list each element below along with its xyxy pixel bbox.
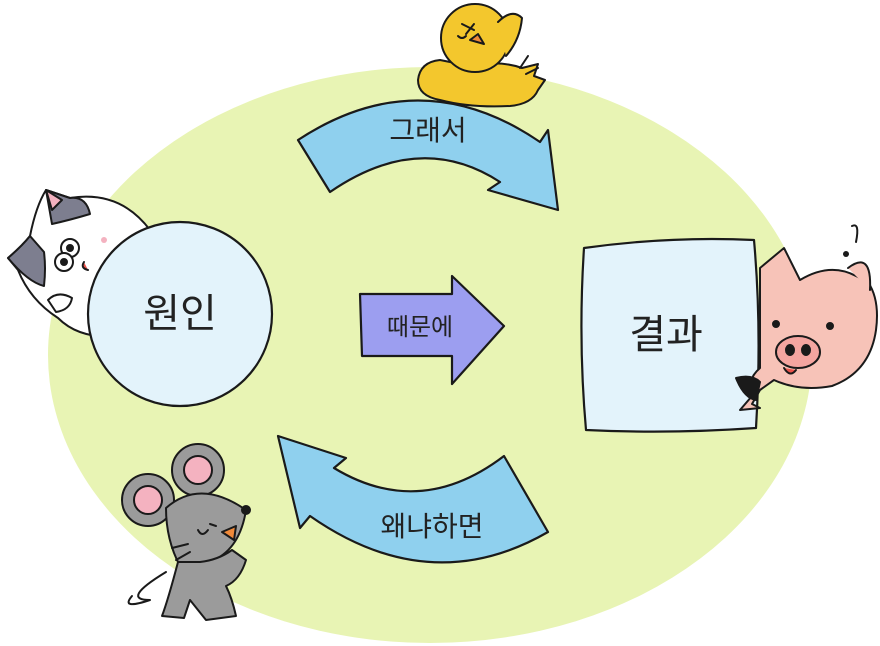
forward-arrow-label: 그래서 xyxy=(389,114,466,147)
effect-label: 결과 xyxy=(629,312,703,358)
effect-node: 결과 xyxy=(580,237,760,433)
cause-label: 원인 xyxy=(143,291,217,337)
cause-node: 원인 xyxy=(86,220,274,408)
chick-icon xyxy=(417,3,546,108)
mouse-icon xyxy=(121,443,251,621)
backward-arrow: 왜냐하면 xyxy=(276,434,550,564)
middle-arrow-label: 때문에 xyxy=(387,313,453,341)
backward-arrow-label: 왜냐하면 xyxy=(380,510,483,543)
pig-icon xyxy=(735,224,878,411)
middle-arrow: 때문에 xyxy=(358,274,506,386)
forward-arrow: 그래서 xyxy=(296,99,560,212)
